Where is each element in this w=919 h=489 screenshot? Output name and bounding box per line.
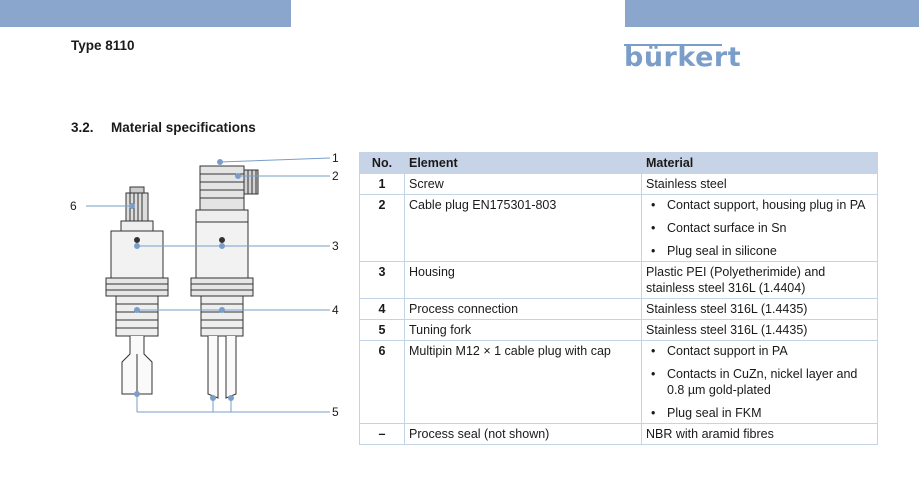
material-item: Contacts in CuZn, nickel layer and 0.8 µ… (646, 366, 873, 398)
row-material: Plastic PEI (Polyetherimide) and stainle… (641, 261, 878, 299)
row-number: 4 (359, 298, 405, 320)
material-item: Plug seal in FKM (646, 405, 873, 421)
device-cable-plug-variant (190, 165, 259, 399)
row-number: 3 (359, 261, 405, 299)
section-heading: 3.2. Material specifications (71, 120, 256, 135)
material-list: Contact support in PA Contacts in CuZn, … (646, 343, 873, 421)
logo-overline (624, 44, 722, 46)
table-row: 1 Screw Stainless steel (359, 173, 878, 195)
device-m12-variant (105, 186, 169, 395)
table-row: 4 Process connection Stainless steel 316… (359, 298, 878, 320)
header-bar-left (0, 0, 291, 27)
material-list: Contact support, housing plug in PA Cont… (646, 197, 873, 259)
row-element: Screw (404, 173, 642, 195)
material-item: Plug seal in silicone (646, 243, 873, 259)
product-drawing: 1 2 3 4 5 6 (70, 151, 339, 419)
callout-5: 5 (332, 405, 339, 419)
row-element: Process seal (not shown) (404, 423, 642, 445)
table-header-row: No. Element Material (359, 152, 878, 174)
row-material: Stainless steel (641, 173, 878, 195)
material-item: Contact support, housing plug in PA (646, 197, 873, 213)
callout-4: 4 (332, 303, 339, 317)
table-row: 3 Housing Plastic PEI (Polyetherimide) a… (359, 261, 878, 299)
table-row: 2 Cable plug EN175301-803 Contact suppor… (359, 194, 878, 262)
row-number: 2 (359, 194, 405, 262)
row-element: Multipin M12 × 1 cable plug with cap (404, 340, 642, 424)
callout-3: 3 (332, 239, 339, 253)
callout-6: 6 (70, 199, 77, 213)
burkert-logo: bürkert (624, 43, 741, 74)
table-row: – Process seal (not shown) NBR with aram… (359, 423, 878, 445)
callout-1: 1 (332, 151, 339, 165)
row-material: Contact support in PA Contacts in CuZn, … (641, 340, 878, 424)
section-title: Material specifications (111, 120, 256, 135)
table-row: 6 Multipin M12 × 1 cable plug with cap C… (359, 340, 878, 424)
row-number: – (359, 423, 405, 445)
row-element: Tuning fork (404, 319, 642, 341)
header-bar-right (625, 0, 919, 27)
row-number: 6 (359, 340, 405, 424)
section-number: 3.2. (71, 120, 94, 135)
column-header-element: Element (404, 152, 642, 174)
row-element: Housing (404, 261, 642, 299)
material-item: Contact surface in Sn (646, 220, 873, 236)
column-header-material: Material (641, 152, 878, 174)
row-element: Process connection (404, 298, 642, 320)
callout-2: 2 (332, 169, 339, 183)
row-number: 5 (359, 319, 405, 341)
logo-text: bürkert (624, 42, 742, 73)
leader-lines (86, 157, 331, 413)
callout-labels: 1 2 3 4 5 6 (70, 151, 339, 419)
row-material: Stainless steel 316L (1.4435) (641, 319, 878, 341)
document-type: Type 8110 (71, 38, 135, 53)
column-header-no: No. (359, 152, 405, 174)
row-material: NBR with aramid fibres (641, 423, 878, 445)
row-element: Cable plug EN175301-803 (404, 194, 642, 262)
material-item: Contact support in PA (646, 343, 873, 359)
row-material: Contact support, housing plug in PA Cont… (641, 194, 878, 262)
table-row: 5 Tuning fork Stainless steel 316L (1.44… (359, 319, 878, 341)
row-number: 1 (359, 173, 405, 195)
row-material: Stainless steel 316L (1.4435) (641, 298, 878, 320)
material-specification-table: No. Element Material 1 Screw Stainless s… (359, 152, 878, 445)
